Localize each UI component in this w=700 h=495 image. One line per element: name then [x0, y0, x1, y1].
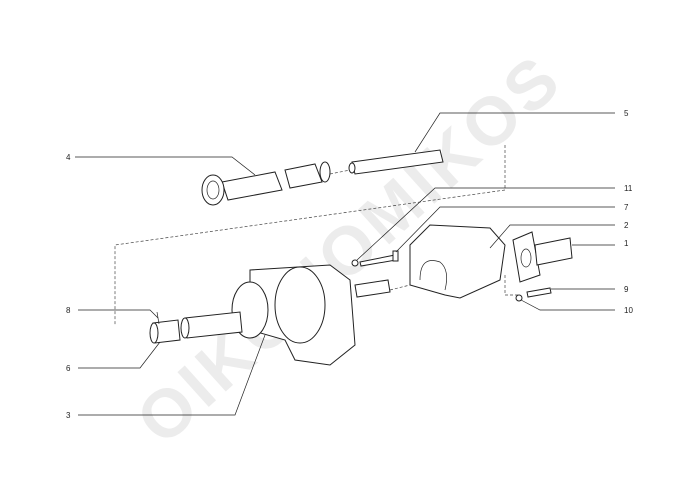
callout-7: 7: [624, 203, 629, 212]
callout-2: 2: [624, 221, 629, 230]
part-1-flange-tube: [512, 231, 573, 283]
part-10-small-washer: [515, 294, 523, 302]
callout-5: 5: [624, 109, 629, 118]
svg-text:OIKONOMIKOS: OIKONOMIKOS: [122, 39, 576, 459]
part-5-splined-shaft: [348, 149, 444, 175]
part-11-washer: [351, 259, 359, 267]
callout-3: 3: [66, 411, 71, 420]
assembly-guide-lines: [114, 145, 520, 325]
watermark: OIKONOMIKOS: [122, 39, 576, 459]
callout-8: 8: [66, 306, 71, 315]
part-6-coupling-sleeve: [149, 319, 181, 344]
callout-6: 6: [66, 364, 71, 373]
part-2-housing-cover: [409, 224, 506, 299]
part-7-long-bolt: [359, 250, 399, 267]
callout-11: 11: [624, 184, 633, 193]
part-4-gear-shaft: [201, 161, 331, 206]
callout-1: 1: [624, 239, 629, 248]
part-3-gearbox-assembly: [180, 264, 391, 366]
callout-10: 10: [624, 306, 633, 315]
callout-9: 9: [624, 285, 629, 294]
leader-lines: [75, 112, 615, 416]
callout-4: 4: [66, 153, 71, 162]
part-9-short-bolt: [526, 287, 552, 298]
